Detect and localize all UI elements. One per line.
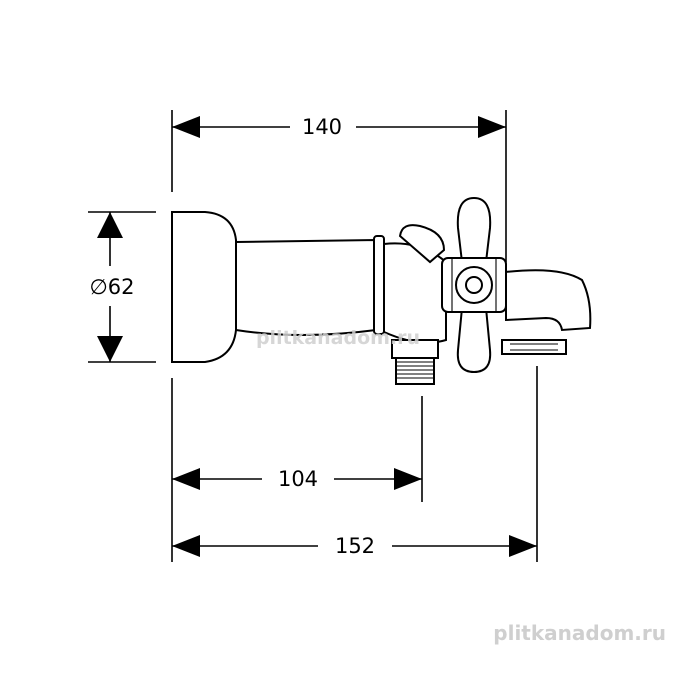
knob-back-lobe [398,224,446,264]
extension-lines [88,110,538,562]
dimension-140: 140 [172,115,506,139]
dimension-104: 104 [172,467,422,491]
body-underside [383,242,447,344]
arrow-left [172,535,200,557]
watermark-center: plitkanadom.ru [256,327,420,349]
wall-flange [171,211,237,363]
dimension-152: 152 [172,534,537,558]
arrow-right [478,116,506,138]
dimension-label-140: 140 [302,115,342,139]
dimension-label-152: 152 [335,534,375,558]
spout-aerator [501,339,567,355]
arrow-right [394,468,422,490]
dimension-62: ∅62 [89,212,135,362]
dimension-label-62: ∅62 [89,275,134,299]
mixer-body [235,238,377,336]
dimension-label-104: 104 [278,467,318,491]
outlet-thread-lines [396,361,434,379]
cross-handle [441,196,507,374]
collar-ring [373,235,385,335]
arrow-right [509,535,537,557]
arrow-up [97,212,123,238]
arrow-left [172,468,200,490]
arrow-left [172,116,200,138]
watermark-corner: plitkanadom.ru [493,621,666,645]
faucet-body [171,196,592,385]
arrow-down [97,336,123,362]
spout [505,269,592,332]
